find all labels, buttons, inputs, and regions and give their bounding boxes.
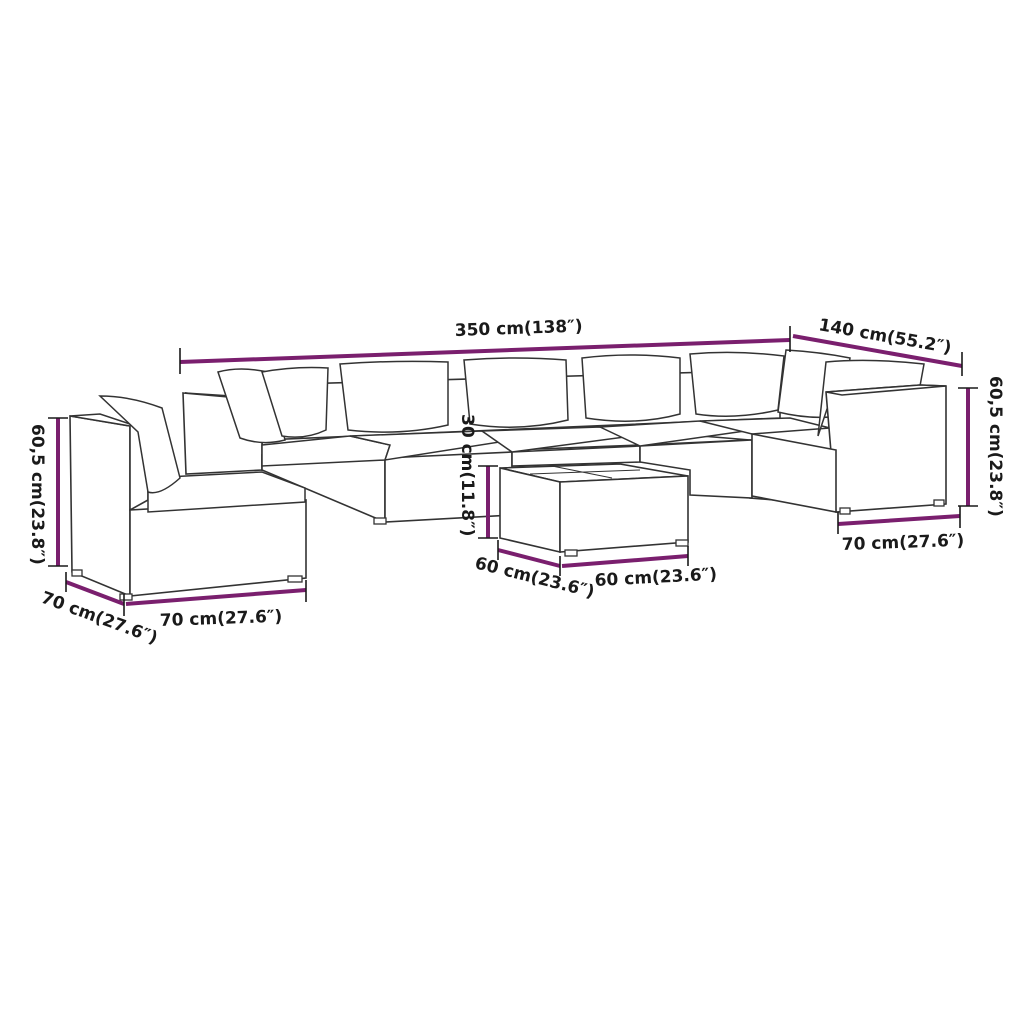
- single-chair: [69, 395, 307, 601]
- table-foot-2: [675, 539, 689, 547]
- chair-foot-3: [71, 569, 83, 577]
- dimension-lines: [48, 326, 978, 616]
- dim-line-right-width: [837, 514, 961, 526]
- table-foot-1: [564, 549, 578, 557]
- chair-foot-1: [119, 593, 133, 601]
- right-corner-top: [825, 384, 947, 396]
- label-left-depth: 70 cm(27.6″): [38, 588, 160, 649]
- coffee-table: [499, 463, 689, 557]
- back-pillow-5: [581, 354, 681, 422]
- label-total-length: 350 cm(138″): [454, 317, 582, 341]
- seat-cushion-2: [349, 430, 513, 461]
- right-corner-unit: [825, 384, 947, 513]
- sofa-foot-3: [933, 499, 945, 507]
- dim-line-left-width: [125, 588, 307, 606]
- label-table-height: 30 cm(11.8″): [457, 414, 477, 536]
- label-right-width: 70 cm(27.6″): [841, 531, 964, 555]
- chair-foot-2: [287, 575, 303, 583]
- chair-seat-cushion: [147, 471, 306, 513]
- label-left-width: 70 cm(27.6″): [159, 607, 282, 631]
- right-corner-side: [751, 433, 837, 513]
- sectional-sofa: [182, 349, 947, 525]
- dim-line-left-depth: [65, 580, 125, 606]
- sofa-front-strip-2: [384, 451, 513, 523]
- back-pillow-2: [261, 366, 329, 438]
- dim-line-table-depth: [497, 548, 561, 568]
- dim-line-table-width: [561, 554, 689, 568]
- chair-back-pillow: [98, 395, 181, 494]
- label-table-width: 60 cm(23.6″): [594, 565, 717, 591]
- chair-front: [129, 499, 307, 597]
- label-left-height: 60,5 cm(23.8″): [27, 424, 47, 565]
- back-pillow-4: [463, 357, 569, 428]
- label-right-height: 60,5 cm(23.8″): [985, 376, 1005, 517]
- sofa-foot-1: [373, 517, 387, 525]
- back-pillow-3: [339, 360, 449, 433]
- dim-line-total-depth: [792, 334, 963, 368]
- dim-line-total-length: [179, 338, 791, 364]
- table-front-side: [559, 475, 689, 553]
- table-left-side: [499, 466, 561, 554]
- chair-side: [69, 415, 131, 598]
- sofa-foot-2: [839, 507, 851, 515]
- table-top-glass: [529, 465, 641, 479]
- back-pillow-6: [689, 351, 785, 417]
